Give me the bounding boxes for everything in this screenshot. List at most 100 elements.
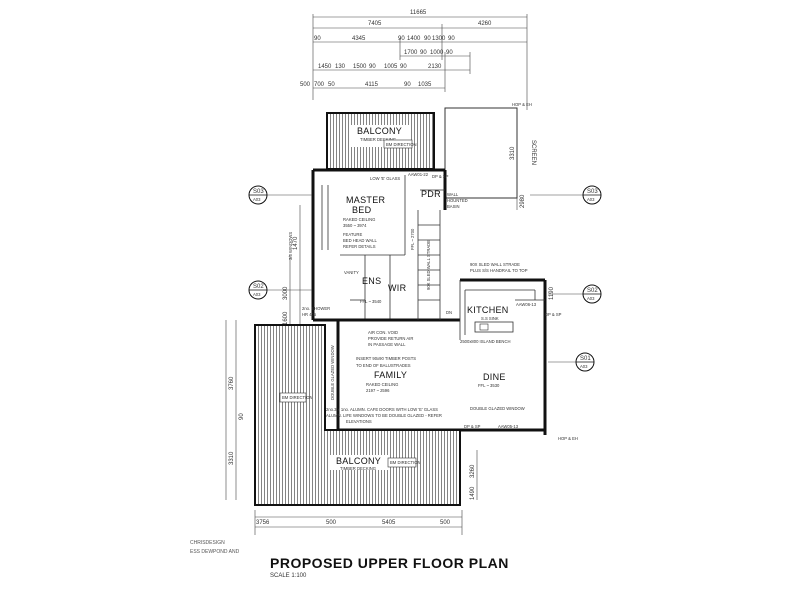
aaw-bottom-note: AAW05-13 [498,424,519,429]
aaw-right-note: AAW06-13 [516,302,537,307]
section-id: S01 [580,356,591,362]
dim: 90 [448,36,455,42]
balcony-lower-note: TIMBER DECKING [340,466,376,471]
dim: 3260 [470,464,476,478]
section-sheet: A03 [587,296,595,301]
dim: 1005 [384,64,398,70]
master-note-1: RAKED CEILING [343,217,375,222]
dim: 90 [404,82,411,88]
drawing-scale: SCALE 1:100 [270,573,307,579]
dim: 90 [424,36,431,42]
dim: 1450 [318,64,332,70]
dim: 1190 [549,286,555,300]
shower-note-2: HR 405 [302,312,317,317]
section-marker-s03-left: S03 A03 [248,185,312,205]
balcony-upper-label: BALCONY [357,126,402,136]
dim-top-a: 7405 [368,21,382,27]
dim: 500 [300,82,311,88]
dim: 5405 [382,520,396,526]
cafe-note-3: ELEVATIONS [346,419,372,424]
section-sheet: A03 [580,364,588,369]
section-id: S03 [587,189,598,195]
dim: 1700 [404,50,418,56]
designer-stamp-2: ESS DEWPOND AND [190,549,240,555]
dim: 4115 [365,82,379,88]
wir-label: WIR [388,283,407,293]
upper-walls [311,168,460,322]
aaw-top-note: AAW01-22 [408,172,429,177]
screen-label: SCREEN [530,140,536,165]
return-note-1: AIR CON. VOID [368,330,398,335]
left-dimensions: 3760 3310 1470 3000 90 1600 [225,205,301,500]
feature-note-2: BED HEAD WALL [343,238,377,243]
dim: 1500 [353,64,367,70]
kitchen-label: KITCHEN [467,305,509,315]
dim: 4345 [352,36,366,42]
pdr-note-2: HOUNTED [447,198,468,203]
dim: 3310 [229,451,235,465]
dim: 90 [446,50,453,56]
drawing-title: PROPOSED UPPER FLOOR PLAN [270,555,509,571]
island-bench [474,321,514,333]
section-sheet: A03 [253,197,261,202]
dim: 3756 [256,520,270,526]
dim: 2980 [520,194,526,208]
section-id: S02 [253,284,264,290]
dim: 3310 [510,146,516,160]
kitchen-note: S.S SINK [481,316,499,321]
section-marker-s02-left: S02 A03 [248,280,312,300]
posts-note-2: TO END OF BALUSTRADES [356,363,411,368]
cafe-note-1: 2no.3 x 1no. ALUMN. CAFE DOORS WITH LOW … [326,407,438,412]
low-glass-note: LOW 'E' GLASS [370,176,400,181]
dim: 1000 [430,50,444,56]
dine-ffl: FFL ~ 3530 [478,383,500,388]
dim: 500 [326,520,337,526]
sink-icon [479,323,489,331]
pdr-note-1: WALL [447,192,459,197]
dp-sp-top-note: DP & SP [432,174,449,179]
family-note-2: 2197 ~ 2596 [366,388,390,393]
master-label-2: BED [352,205,372,215]
hop-eh-top: HOP & EH [512,102,532,107]
posts-note-1: INSERT 90x90 TIMBER POSTS [356,356,416,361]
dim: 90 [400,64,407,70]
ffl-ens-note: FFL ~ 3540 [360,299,382,304]
island-note: 2500x800 ISLAND BENCH [460,339,511,344]
top-dimensions: 11665 7405 4260 90 4345 90 1400 90 1300 … [300,10,528,110]
family-note-1: RAKED CEILING [366,382,398,387]
dim-top-overall: 11665 [410,10,427,16]
section-marker-s02-right: S02 A03 [548,284,602,304]
ffl-stair-note: FFL ~ 2700 [410,228,415,250]
ens-label: ENS [362,276,381,286]
dim: 700 [314,82,325,88]
dp-sp-right-note: DP & SP [545,312,562,317]
return-note-3: IN PASSAGE WALL [368,342,406,347]
dim: 1600 [283,311,289,325]
dim: 1300 [432,36,446,42]
section-marker-s01-right: S01 A03 [548,352,595,372]
dim: 1035 [418,82,432,88]
dim: 3000 [283,286,289,300]
cafe-note-2: ALUMN. LIFE WINDOWS TO BE DOUBLE GLAZED … [326,413,442,418]
stair-note-3: PLUS S/S HANDRAIL TO TOP [470,268,528,273]
dn-note: DN [446,310,452,315]
family-label: FAMILY [374,370,407,380]
windows-note: 3/3 WINDOWS [288,232,293,260]
section-id: S03 [253,189,264,195]
bm-direction-1: BM DIRECTION [282,395,312,400]
feature-note-3: REFER DETAILS [343,244,376,249]
section-marker-s03-right: S03 A03 [530,185,602,205]
dim: 1470 [293,236,299,250]
bm-direction-3: BM DIRECTION [386,142,416,147]
dp-sp-bottom-note: DP & SP [464,424,481,429]
stair-note-2: 90X SLED WALL STRADE [470,262,520,267]
return-note-2: PROVIDE RETURN AIR [368,336,413,341]
pdr-label: PDR [421,189,441,199]
dim: 2130 [428,64,442,70]
balcony-upper-note: TIMBER DECKING [360,137,396,142]
dim-top-b: 4260 [478,21,492,27]
section-id: S02 [587,288,598,294]
dim: 3760 [229,376,235,390]
section-sheet: A03 [587,197,595,202]
